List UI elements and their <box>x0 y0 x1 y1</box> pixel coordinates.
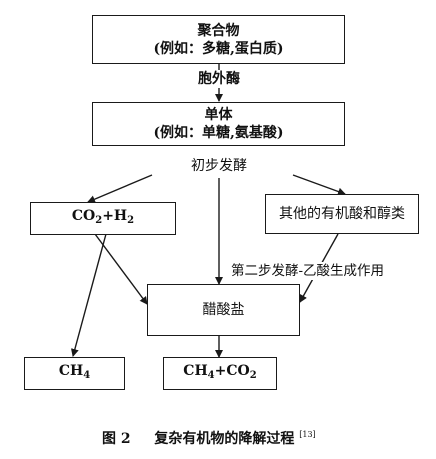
ch4-node: CH4 <box>24 357 125 390</box>
acetate-label: 醋酸盐 <box>202 302 245 318</box>
arrow-monomer-to-co2h2 <box>87 174 153 203</box>
figure-reference: [13] <box>299 430 316 439</box>
arrow-co2h2-to-ch4 <box>70 233 107 357</box>
figure-caption: 图 2 复杂有机物的降解过程 [13] <box>102 426 316 448</box>
polymer-title: 聚合物 <box>197 22 240 39</box>
other-acids-label: 其他的有机酸和醇类 <box>279 206 405 222</box>
polymer-examples: (例如：多糖,蛋白质) <box>153 40 284 57</box>
ch4-co2-node: CH4+CO2 <box>163 357 277 390</box>
secondary-fermentation-label: 第二步发酵-乙酸生成作用 <box>230 262 386 280</box>
monomer-node: 单体 (例如：单糖,氨基酸) <box>92 102 345 146</box>
ch4-co2-formula: CH4+CO2 <box>183 363 257 381</box>
figure-number: 图 2 <box>102 431 131 447</box>
monomer-title: 单体 <box>204 107 233 123</box>
primary-fermentation-label: 初步发酵 <box>188 157 250 175</box>
extracellular-enzyme-label: 胞外酶 <box>196 70 242 88</box>
co2-h2-node: CO2+H2 <box>30 202 176 235</box>
monomer-examples: (例如：单糖,氨基酸) <box>153 125 284 141</box>
arrow-monomer-to-other <box>292 174 346 196</box>
arrow-co2h2-to-acetate <box>94 233 148 305</box>
polymer-node: 聚合物 (例如：多糖,蛋白质) <box>92 15 345 64</box>
acetate-node: 醋酸盐 <box>147 284 300 336</box>
co2-h2-formula: CO2+H2 <box>71 208 135 226</box>
figure-title: 复杂有机物的降解过程 <box>154 431 295 447</box>
ch4-formula: CH4 <box>58 363 91 381</box>
other-acids-node: 其他的有机酸和醇类 <box>265 194 419 234</box>
